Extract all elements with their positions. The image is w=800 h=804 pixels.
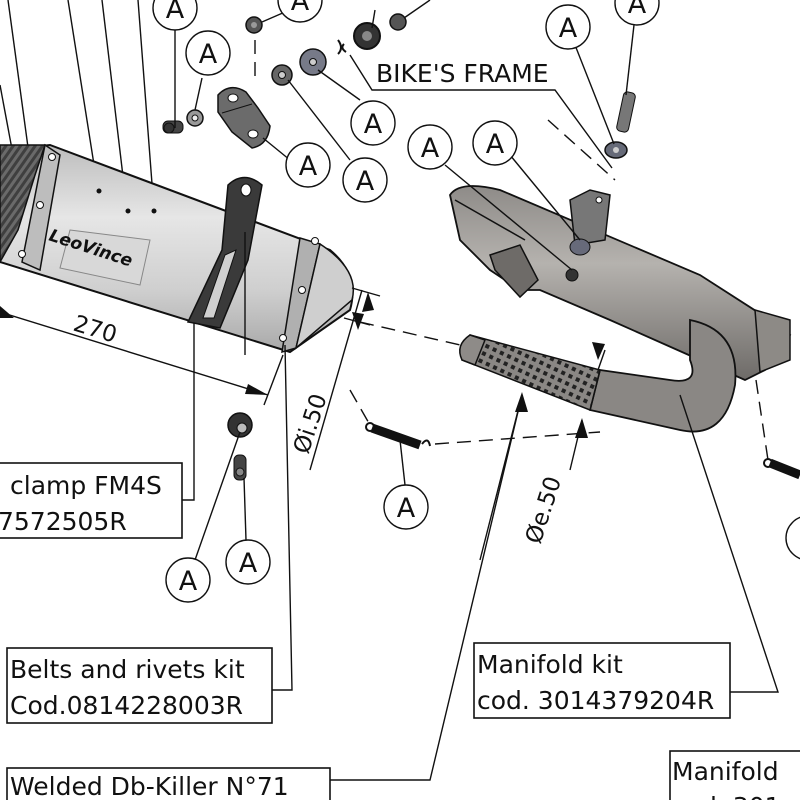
svg-text:A: A [486, 129, 505, 160]
balloon-a: A [285, 142, 331, 188]
balloon-a [785, 516, 800, 560]
svg-text:A: A [421, 133, 440, 164]
balloon-a: A [225, 539, 271, 585]
dimension-outer-diameter-label: Øe.50 [521, 473, 567, 547]
balloon-a: A [614, 0, 660, 26]
svg-text:A: A [559, 13, 578, 44]
svg-text:A: A [356, 166, 375, 197]
balloon-a: A [350, 100, 396, 146]
svg-text:cod. 3014379204R: cod. 3014379204R [477, 686, 714, 715]
balloon-a: A [185, 30, 231, 76]
svg-text:A: A [291, 0, 310, 17]
balloon-a: A [472, 120, 518, 166]
carbon-end-cap [0, 144, 47, 264]
balloons: A A A A A A A A A A A A A [152, 0, 800, 603]
svg-text:A: A [166, 0, 185, 25]
balloon-a: A [277, 0, 323, 23]
svg-text:cod. 301: cod. 301 [672, 792, 781, 800]
svg-text:A: A [199, 39, 218, 70]
svg-text:clamp FM4S: clamp FM4S [10, 471, 162, 500]
manifold [449, 185, 792, 433]
hardware [162, 13, 636, 481]
dimension-inner-diameter-label: Øi.50 [289, 391, 333, 457]
svg-text:Belts and rivets kit: Belts and rivets kit [10, 655, 245, 684]
springs [365, 422, 800, 480]
balloon-a: A [342, 157, 388, 203]
balloon-a: A [165, 557, 211, 603]
axis-lines [254, 40, 769, 461]
svg-text:A: A [179, 566, 198, 597]
callout-db-killer: Welded Db-Killer N°71 [6, 767, 331, 804]
balloon-leaders [174, 0, 635, 561]
bolt [616, 91, 636, 133]
svg-text:Manifold kit: Manifold kit [477, 650, 623, 679]
callout-belts-rivets: Belts and rivets kit Cod.0814228003R [6, 647, 273, 724]
callout-manifold-kit: Manifold kit cod. 3014379204R [473, 642, 731, 719]
svg-text:A: A [397, 493, 416, 524]
frame-label: BIKE'S FRAME [376, 59, 549, 88]
balloon-a: A [383, 484, 429, 530]
svg-text:Manifold: Manifold [672, 757, 779, 786]
mounting-belt [186, 176, 263, 329]
svg-text:A: A [299, 151, 318, 182]
svg-text:Welded Db-Killer N°71: Welded Db-Killer N°71 [10, 772, 289, 800]
muffler: LeoVince [0, 143, 354, 354]
balloon-a: A [545, 4, 591, 50]
svg-text:A: A [364, 109, 383, 140]
svg-text:7572505R: 7572505R [0, 507, 127, 536]
balloon-a: A [152, 0, 198, 31]
svg-text:A: A [628, 0, 647, 20]
balloon-a: A [407, 124, 453, 170]
callout-leaders [182, 54, 779, 781]
svg-text:A: A [239, 548, 258, 579]
callout-manifold: Manifold cod. 301 [669, 750, 800, 804]
nut [389, 13, 407, 31]
db-killer [459, 334, 601, 412]
callout-clamp: clamp FM4S 7572505R [0, 462, 183, 539]
svg-text:Cod.0814228003R: Cod.0814228003R [10, 691, 243, 720]
dimension-length-label: 270 [70, 311, 120, 349]
bracket-plate [217, 86, 271, 149]
